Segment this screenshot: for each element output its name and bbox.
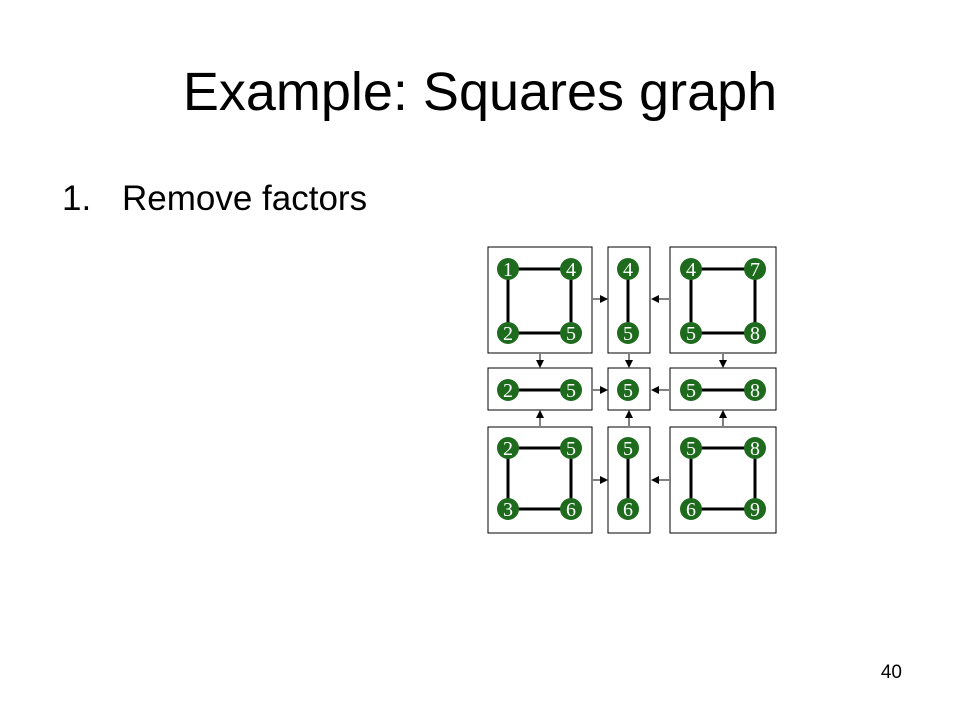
graph-node bbox=[617, 437, 639, 459]
graph-node bbox=[497, 322, 519, 344]
graph-node bbox=[560, 379, 582, 401]
factor-box-b-bot-right: 5 8 6 9 bbox=[669, 426, 777, 534]
graph-node-label: 6 bbox=[623, 499, 633, 521]
graph-node-label: 3 bbox=[503, 499, 513, 521]
graph-node bbox=[497, 437, 519, 459]
factor-box-b-bot-mid: 56 bbox=[607, 426, 651, 534]
graph-node bbox=[560, 498, 582, 520]
graph-node bbox=[617, 322, 639, 344]
graph-node-label: 5 bbox=[686, 323, 696, 345]
graph-node bbox=[617, 498, 639, 520]
factor-box-b-top-left: 1 4 2 5 bbox=[487, 246, 593, 354]
bullet-item: 1. Remove factors bbox=[62, 176, 367, 222]
graph-node bbox=[744, 322, 766, 344]
graph-node-label: 2 bbox=[503, 380, 513, 402]
graph-node-label: 5 bbox=[623, 438, 633, 460]
graph-node-label: 2 bbox=[503, 438, 513, 460]
graph-node bbox=[497, 258, 519, 280]
slide-title: Example: Squares graph bbox=[182, 62, 778, 122]
graph-node-label: 5 bbox=[686, 438, 696, 460]
graph-node bbox=[680, 322, 702, 344]
graph-node bbox=[744, 379, 766, 401]
graph-node bbox=[680, 258, 702, 280]
graph-node bbox=[497, 498, 519, 520]
factor-box-b-bot-left: 2 5 3 6 bbox=[487, 426, 593, 534]
graph-node bbox=[744, 437, 766, 459]
graph-node bbox=[497, 379, 519, 401]
graph-node-label: 9 bbox=[750, 499, 760, 521]
graph-node-label: 4 bbox=[686, 259, 696, 281]
graph-node-label: 5 bbox=[566, 380, 576, 402]
graph-node bbox=[617, 379, 639, 401]
graph-node-label: 5 bbox=[566, 438, 576, 460]
graph-node bbox=[744, 498, 766, 520]
graph-node-label: 8 bbox=[750, 380, 760, 402]
graph-node-label: 4 bbox=[566, 259, 576, 281]
graph-node-label: 4 bbox=[623, 259, 633, 281]
factor-box-b-top-mid: 45 bbox=[607, 246, 651, 354]
bullet-number: 1. bbox=[62, 179, 92, 218]
graph-node-label: 8 bbox=[750, 438, 760, 460]
graph-node bbox=[680, 498, 702, 520]
graph-node-label: 6 bbox=[566, 499, 576, 521]
graph-node bbox=[560, 437, 582, 459]
graph-node bbox=[560, 322, 582, 344]
graph-node bbox=[680, 437, 702, 459]
graph-node-label: 5 bbox=[686, 380, 696, 402]
graph-node-label: 8 bbox=[750, 323, 760, 345]
graph-node-label: 5 bbox=[623, 380, 633, 402]
graph-node bbox=[744, 258, 766, 280]
graph-node bbox=[617, 258, 639, 280]
graph-node bbox=[680, 379, 702, 401]
factor-box-b-center: 5 bbox=[607, 367, 651, 411]
graph-node bbox=[560, 258, 582, 280]
graph-node-label: 6 bbox=[686, 499, 696, 521]
graph-node-label: 7 bbox=[750, 259, 760, 281]
graph-node-label: 2 bbox=[503, 323, 513, 345]
graph-node-label: 1 bbox=[503, 259, 513, 281]
bullet-text: Remove factors bbox=[122, 179, 368, 218]
graph-node-label: 5 bbox=[566, 323, 576, 345]
graph-node-label: 5 bbox=[623, 323, 633, 345]
page-number: 40 bbox=[880, 662, 902, 683]
factor-box-b-top-right: 4 7 5 8 bbox=[669, 246, 777, 354]
